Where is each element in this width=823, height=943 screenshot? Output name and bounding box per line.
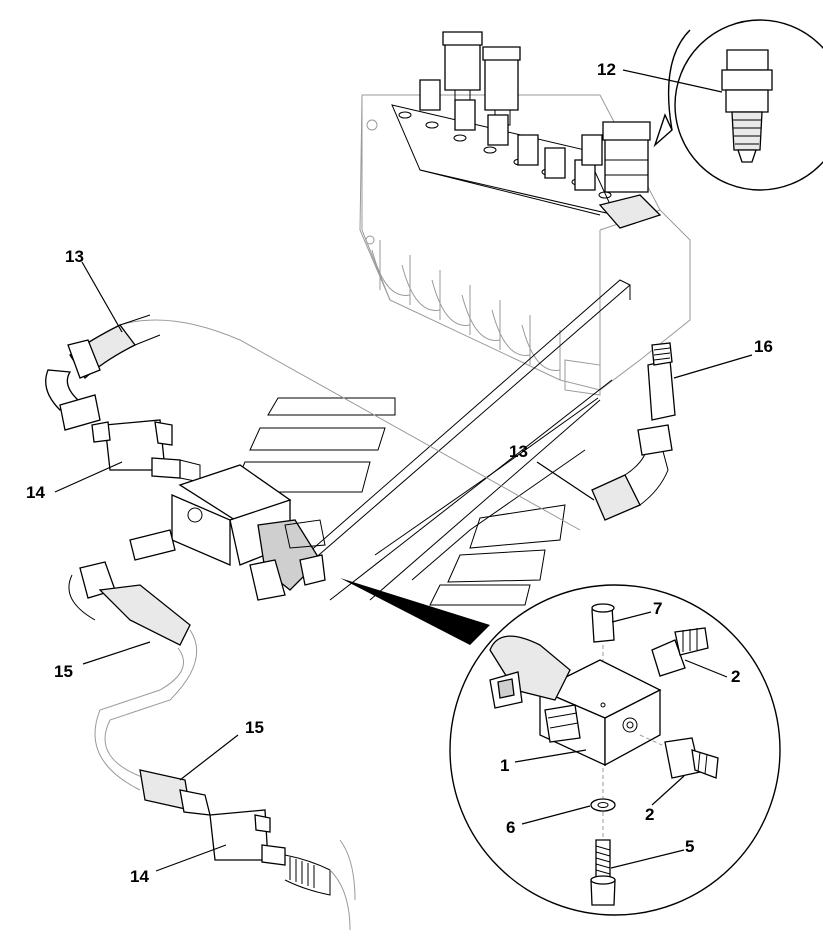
callout-13-right: 13: [509, 442, 528, 461]
pin-7: [591, 603, 615, 643]
fuel-hose-15: [68, 529, 198, 791]
valve-block-assembly: [171, 464, 326, 601]
callout-15-upper: 15: [54, 662, 73, 681]
fitting-2-upper: [651, 627, 709, 677]
callout-labels: 12 13 13 16 14 14 15 15 7 2 2 1 6 5: [26, 60, 773, 886]
detail-circle-12: [653, 19, 823, 191]
fuel-hose-15-lower: [139, 769, 211, 816]
fitting-2-lower: [664, 737, 719, 779]
callout-12: 12: [597, 60, 616, 79]
tee-fitting-14-upper: [91, 419, 201, 483]
callout-5: 5: [685, 837, 694, 856]
fuel-hose-13-right: [591, 424, 673, 521]
callout-6: 6: [506, 818, 515, 837]
tee-fitting-14-lower: [209, 809, 356, 931]
callout-14-upper: 14: [26, 483, 45, 502]
callout-2-lower: 2: [645, 805, 654, 824]
detail-circle-main: [340, 578, 781, 916]
stop-solenoid-detail: [721, 49, 773, 163]
callout-15-lower: 15: [245, 718, 264, 737]
leader-lines: [54, 69, 753, 872]
callout-1: 1: [500, 756, 509, 775]
callout-7: 7: [653, 599, 662, 618]
callout-16: 16: [754, 337, 773, 356]
solenoid-detail: [489, 635, 581, 743]
union-fitting-16: [647, 342, 676, 421]
fuel-hose-13-left: [45, 314, 161, 431]
callout-13-left: 13: [65, 247, 84, 266]
bolt-5: [590, 839, 616, 906]
stop-solenoid-on-pump: [598, 121, 662, 229]
mounting-bracket-ghost: [119, 279, 631, 606]
callout-14-lower: 14: [130, 867, 149, 886]
callout-2-upper: 2: [731, 667, 740, 686]
delivery-valve-holders: [419, 31, 603, 191]
washer-6: [590, 798, 616, 812]
